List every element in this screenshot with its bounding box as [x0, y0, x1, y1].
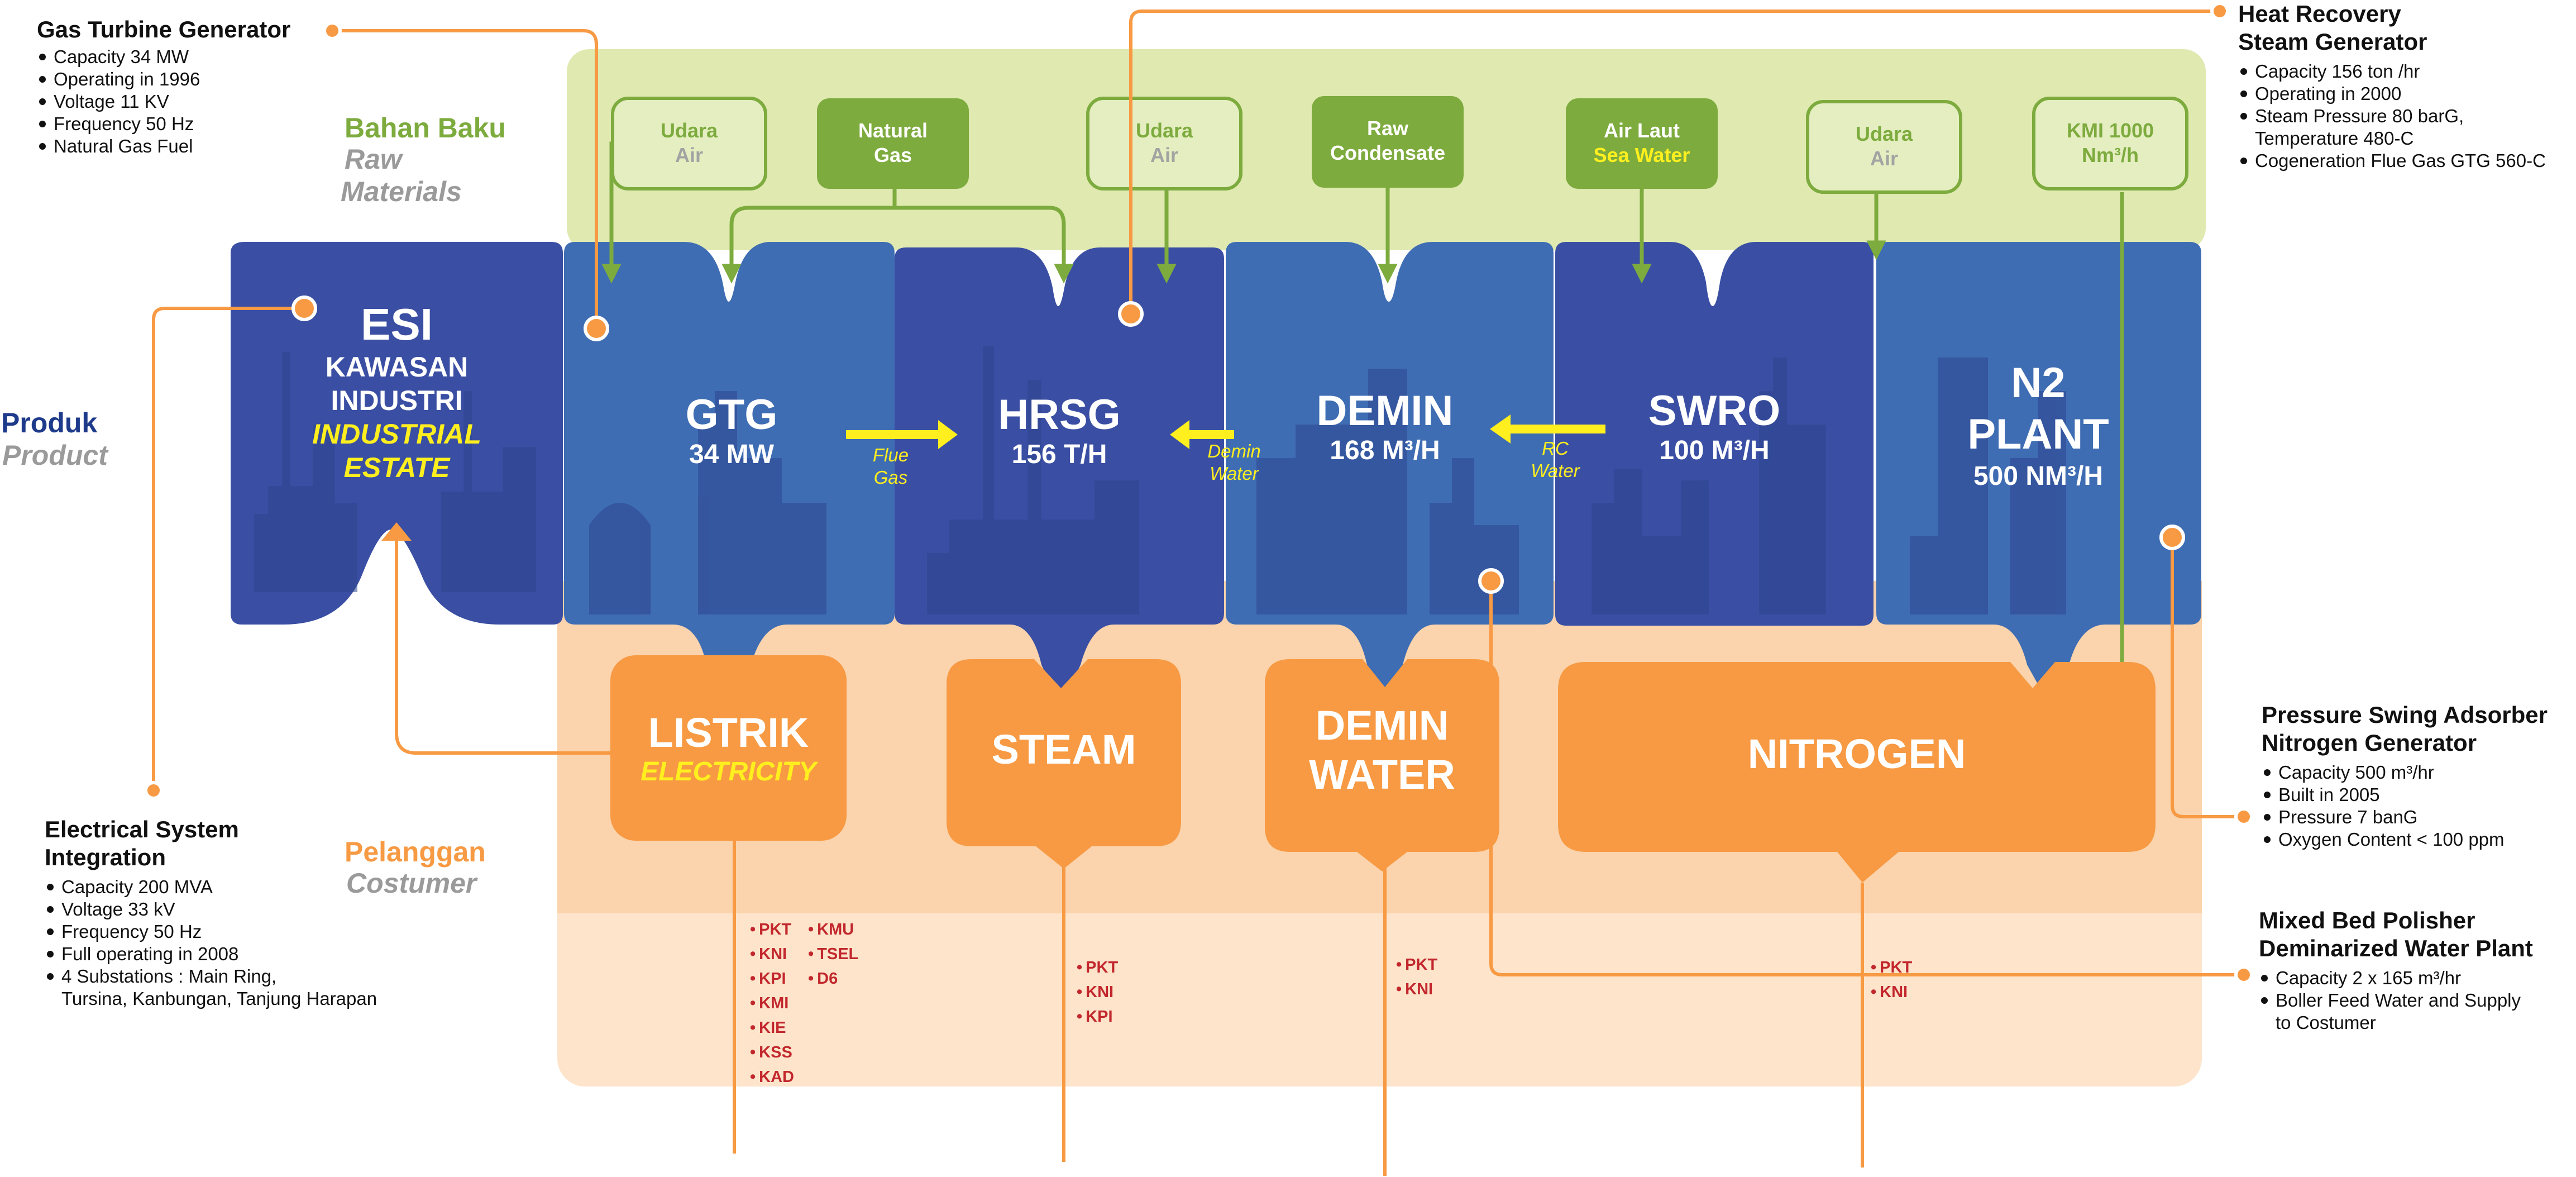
demin-customers: PKTKNI — [1396, 952, 1437, 1002]
product-label-id: Produk — [1, 407, 98, 439]
hrsg-info-panel: Heat Recovery Steam Generator Capacity 1… — [2238, 1, 2546, 171]
product-label-en: Product — [2, 440, 108, 471]
connector-dots — [144, 2, 2253, 984]
raw-material-boxes — [611, 96, 2188, 194]
raw-label-en-2: Materials — [341, 176, 462, 207]
steam-customers: PKTKNIKPI — [1077, 955, 1118, 1029]
customer-label-id: Pelanggan — [345, 836, 486, 868]
esi-return-arrowhead — [381, 522, 412, 541]
nitrogen-customers: PKTKNI — [1871, 955, 1912, 1004]
gtg-label: GTG 34 MW — [685, 391, 778, 469]
listrik-customers-col2: KMUTSELD6 — [808, 917, 858, 991]
electrical-info-panel: Electrical System Integration Capacity 2… — [45, 816, 377, 1009]
swro-label: SWRO 100 M³/H — [1648, 387, 1781, 465]
psa-info-panel: Pressure Swing Adsorber Nitrogen Generat… — [2262, 702, 2548, 850]
demin-label: DEMIN 168 M³/H — [1316, 387, 1454, 465]
output-boxes — [610, 655, 2156, 883]
factory-silhouettes — [254, 346, 2066, 614]
raw-material-arrows — [601, 141, 2132, 703]
customer-label-en: Costumer — [346, 868, 477, 899]
listrik-customers-col1: PKTKNIKPIKMIKIEKSSKAD — [750, 917, 794, 1089]
hrsg-label: HRSG 156 T/H — [998, 391, 1121, 469]
raw-label-id: Bahan Baku — [345, 112, 506, 144]
demin-water-label: DEMIN WATER — [1309, 702, 1455, 798]
esi-label: ESI KAWASAN INDUSTRI INDUSTRIAL ESTATE — [312, 299, 481, 483]
nitrogen-label: NITROGEN — [1747, 731, 1966, 777]
gtg-info-title: Gas Turbine Generator — [37, 16, 291, 42]
unit-blocks — [231, 242, 2201, 697]
n2-label: N2 PLANT 500 NM³/H — [1967, 359, 2109, 491]
mbp-info-panel: Mixed Bed Polisher Deminarized Water Pla… — [2259, 907, 2533, 1033]
info-connectors — [152, 9, 2244, 1176]
raw-label-en-1: Raw — [345, 144, 402, 175]
listrik-label: LISTRIK ELECTRICITY — [641, 709, 816, 787]
steam-label: STEAM — [991, 726, 1136, 773]
process-flow-arrows — [846, 414, 1605, 449]
